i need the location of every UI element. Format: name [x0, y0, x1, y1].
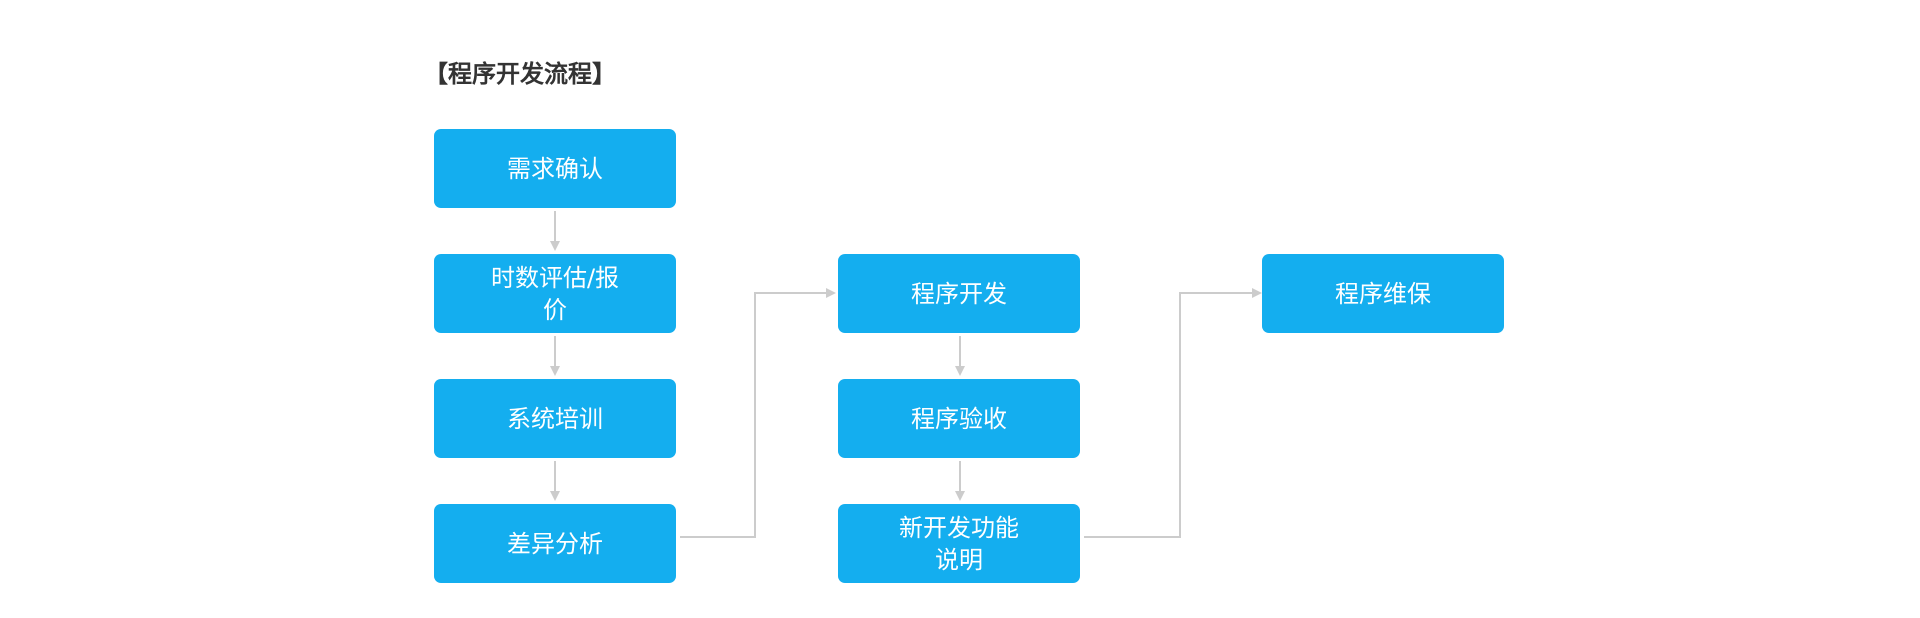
step-label: 系统培训: [507, 404, 603, 433]
step-label: 需求确认: [507, 154, 603, 183]
step-time-estimate-quote: 时数评估/报价: [434, 254, 676, 333]
step-label: 程序开发: [911, 279, 1007, 308]
arrow-gap-analysis-to-development: [680, 288, 836, 538]
step-gap-analysis: 差异分析: [434, 504, 676, 583]
step-label: 新开发功能说明: [899, 513, 1019, 574]
step-label: 程序验收: [911, 404, 1007, 433]
step-label: 时数评估/报价: [490, 263, 620, 324]
step-label: 程序维保: [1335, 279, 1431, 308]
diagram-title: 【程序开发流程】: [424, 60, 616, 88]
step-program-acceptance: 程序验收: [838, 379, 1080, 458]
arrow-new-feature-to-maintenance: [1084, 288, 1262, 538]
step-new-feature-description: 新开发功能说明: [838, 504, 1080, 583]
step-requirement-confirmation: 需求确认: [434, 129, 676, 208]
step-label: 差异分析: [507, 529, 603, 558]
step-program-maintenance: 程序维保: [1262, 254, 1504, 333]
step-system-training: 系统培训: [434, 379, 676, 458]
step-program-development: 程序开发: [838, 254, 1080, 333]
